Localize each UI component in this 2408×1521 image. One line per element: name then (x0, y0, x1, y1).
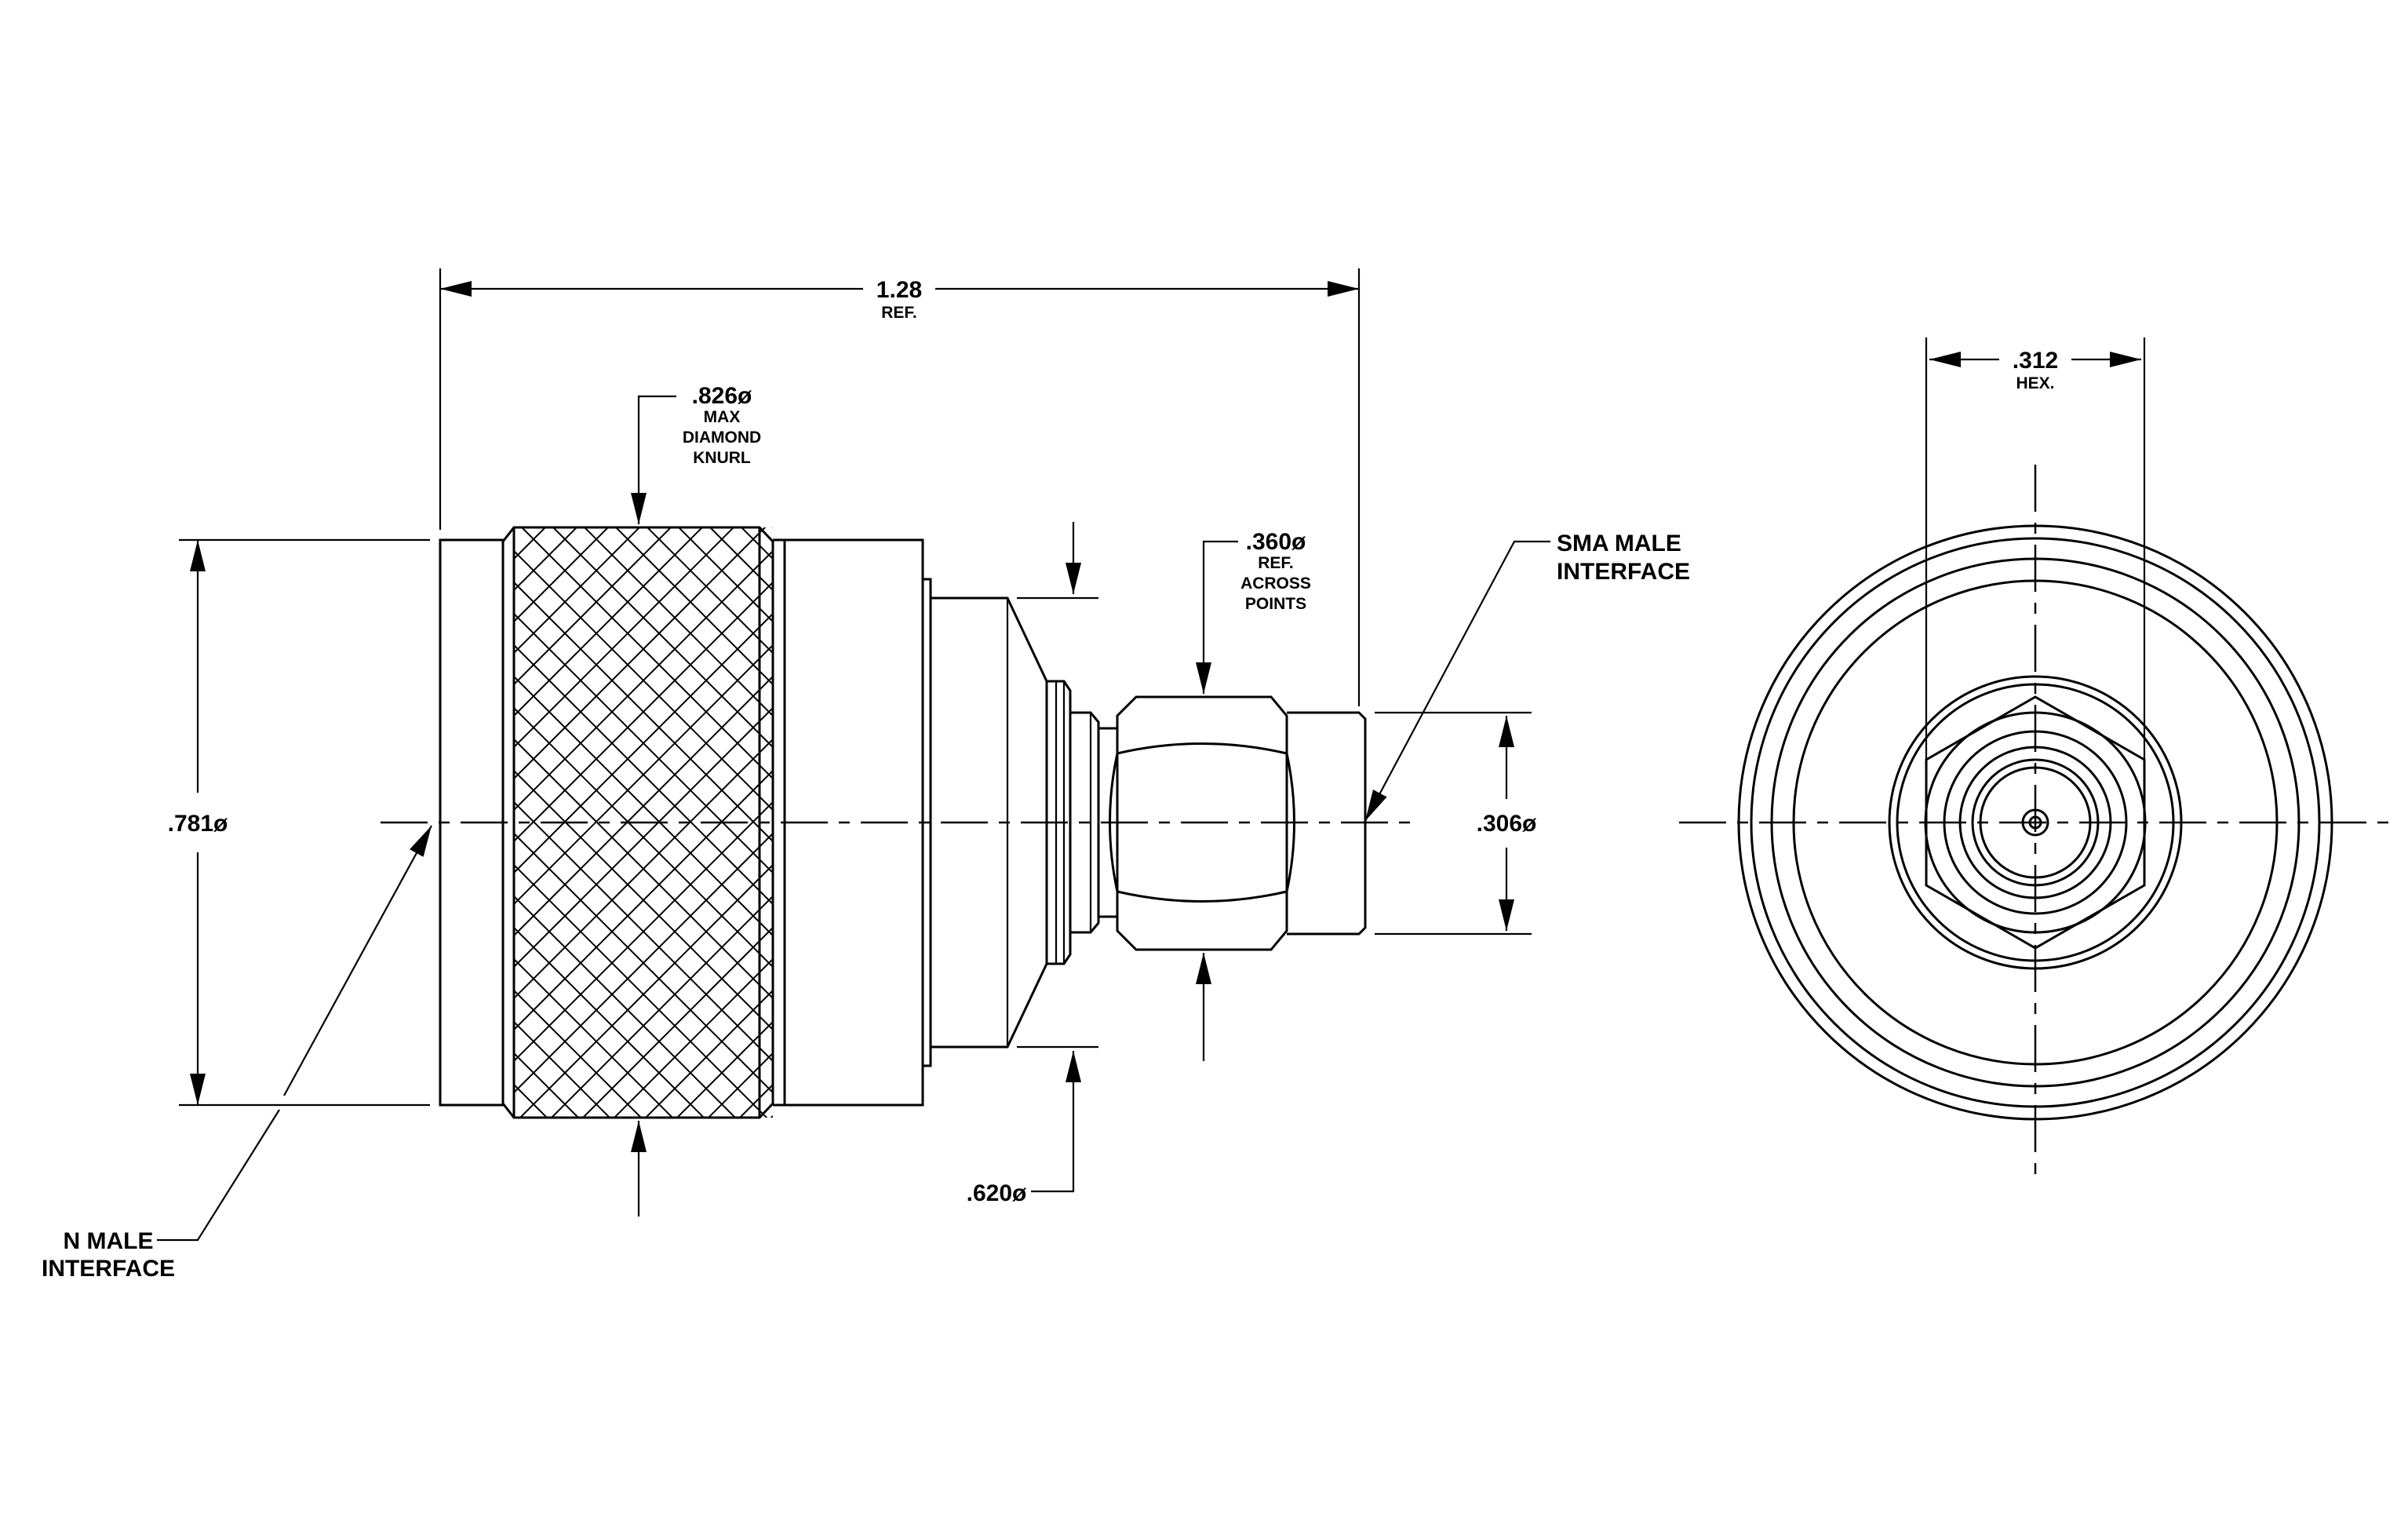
knurl-line (514, 770, 773, 1030)
outer-ring-3 (1770, 557, 2301, 1088)
hex-facet-top (1117, 742, 1288, 755)
outer-ring-1 (1737, 524, 2333, 1121)
knurl-line (514, 527, 767, 779)
inner-ring-1 (1888, 675, 2183, 970)
inner-ring-7 (1979, 766, 2092, 879)
knurl-line (514, 801, 773, 1062)
knurl-line (514, 527, 610, 622)
knurl-line (514, 527, 578, 591)
inner-ring-4 (1943, 730, 2128, 915)
knurl-line (514, 990, 643, 1118)
knurl-line (514, 1052, 580, 1118)
knurl-line (709, 527, 773, 591)
sma-interface-body (1287, 711, 1367, 936)
center-pin-outer (2021, 808, 2049, 837)
knurl-line (519, 864, 773, 1118)
end-view (1679, 465, 2392, 1177)
knurl-line (676, 1021, 773, 1118)
n-callout-line-1: N MALE (64, 1228, 154, 1254)
knurl-line (514, 613, 773, 874)
n-callout-line-2: INTERFACE (42, 1256, 175, 1282)
dim-826-note-1: MAX (704, 408, 741, 426)
dim-826-note-2: DIAMOND (683, 429, 761, 447)
taper-flange (923, 578, 932, 1067)
knurl-line (514, 527, 672, 685)
dim-826-value: .826ø (692, 383, 752, 409)
knurl-line (677, 527, 773, 622)
knurl-line (514, 739, 773, 999)
n-callout-leader-upper (283, 825, 432, 1096)
knurl-line (514, 582, 773, 842)
knurl-line (514, 527, 641, 654)
hex-facet-left (1109, 753, 1119, 892)
inner-ring-6 (1971, 758, 2100, 887)
dim-360-leader (1196, 540, 1238, 694)
inner-ring-2 (1896, 683, 2175, 962)
knurl-line (514, 833, 773, 1093)
hex-nut (1116, 695, 1288, 951)
knurl-line (707, 1052, 773, 1118)
knurl-line (514, 676, 773, 936)
knurl-line (514, 550, 773, 811)
dim-312-note: HEX. (2016, 374, 2054, 392)
n-callout-leader-lower (157, 1109, 280, 1242)
knurl-line (514, 1115, 517, 1118)
diamond-knurl-pattern (514, 527, 773, 1118)
dim-620-value: .620ø (967, 1180, 1027, 1206)
knurl-line (514, 707, 773, 968)
dim-826-leader (631, 395, 676, 524)
sma-callout-leader (1364, 540, 1550, 822)
inner-ring-5 (1958, 746, 2112, 899)
knurl-line (613, 958, 773, 1118)
knurl-line (514, 527, 704, 717)
knurl-line (514, 644, 773, 905)
end-dimensions: .312 HEX. (1925, 337, 2146, 760)
hex-facet-right (1285, 753, 1295, 892)
outer-ring-2 (1750, 537, 2321, 1108)
knurl-line (514, 1021, 611, 1118)
knurl-line (646, 527, 773, 654)
knurl-line (550, 895, 773, 1118)
hex-facet-bottom (1117, 890, 1288, 903)
taper-body (931, 596, 1048, 1049)
dim-360-note-3: POINTS (1245, 595, 1306, 613)
side-view (381, 526, 1412, 1119)
inner-ring-3 (1924, 711, 2147, 934)
dim-312-value: .312 (2013, 348, 2058, 374)
dim-781-value: .781ø (168, 811, 228, 837)
knurl-line (738, 1084, 773, 1118)
knurl-line (514, 527, 735, 748)
knurl-line (770, 1115, 773, 1118)
dim-1-28-value: 1.28 (876, 277, 922, 303)
dim-360-note-2: ACROSS (1240, 574, 1311, 593)
rear-body (783, 538, 924, 1107)
neck (1070, 711, 1100, 934)
outer-ring-4 (1792, 579, 2279, 1066)
knurl-line (581, 927, 773, 1118)
dim-620-leader (1031, 1051, 1081, 1193)
side-dimensions: 1.28 REF. .826ø MAX DIAMOND KNURL .781ø … (42, 268, 1690, 1282)
dim-360-note-1: REF. (1258, 554, 1294, 572)
dim-826-note-3: KNURL (693, 449, 751, 467)
dim-360-value: .360ø (1246, 529, 1306, 555)
sma-callout-line-1: SMA MALE (1557, 531, 1681, 556)
dim-306-value: .306ø (1477, 811, 1537, 837)
sma-callout-line-2: INTERFACE (1557, 559, 1690, 585)
center-pin-inner (2028, 815, 2042, 830)
knurl-line (514, 1084, 548, 1118)
knurl-line (644, 990, 773, 1118)
dim-1-28-note: REF. (881, 304, 917, 322)
collar (1047, 680, 1072, 965)
